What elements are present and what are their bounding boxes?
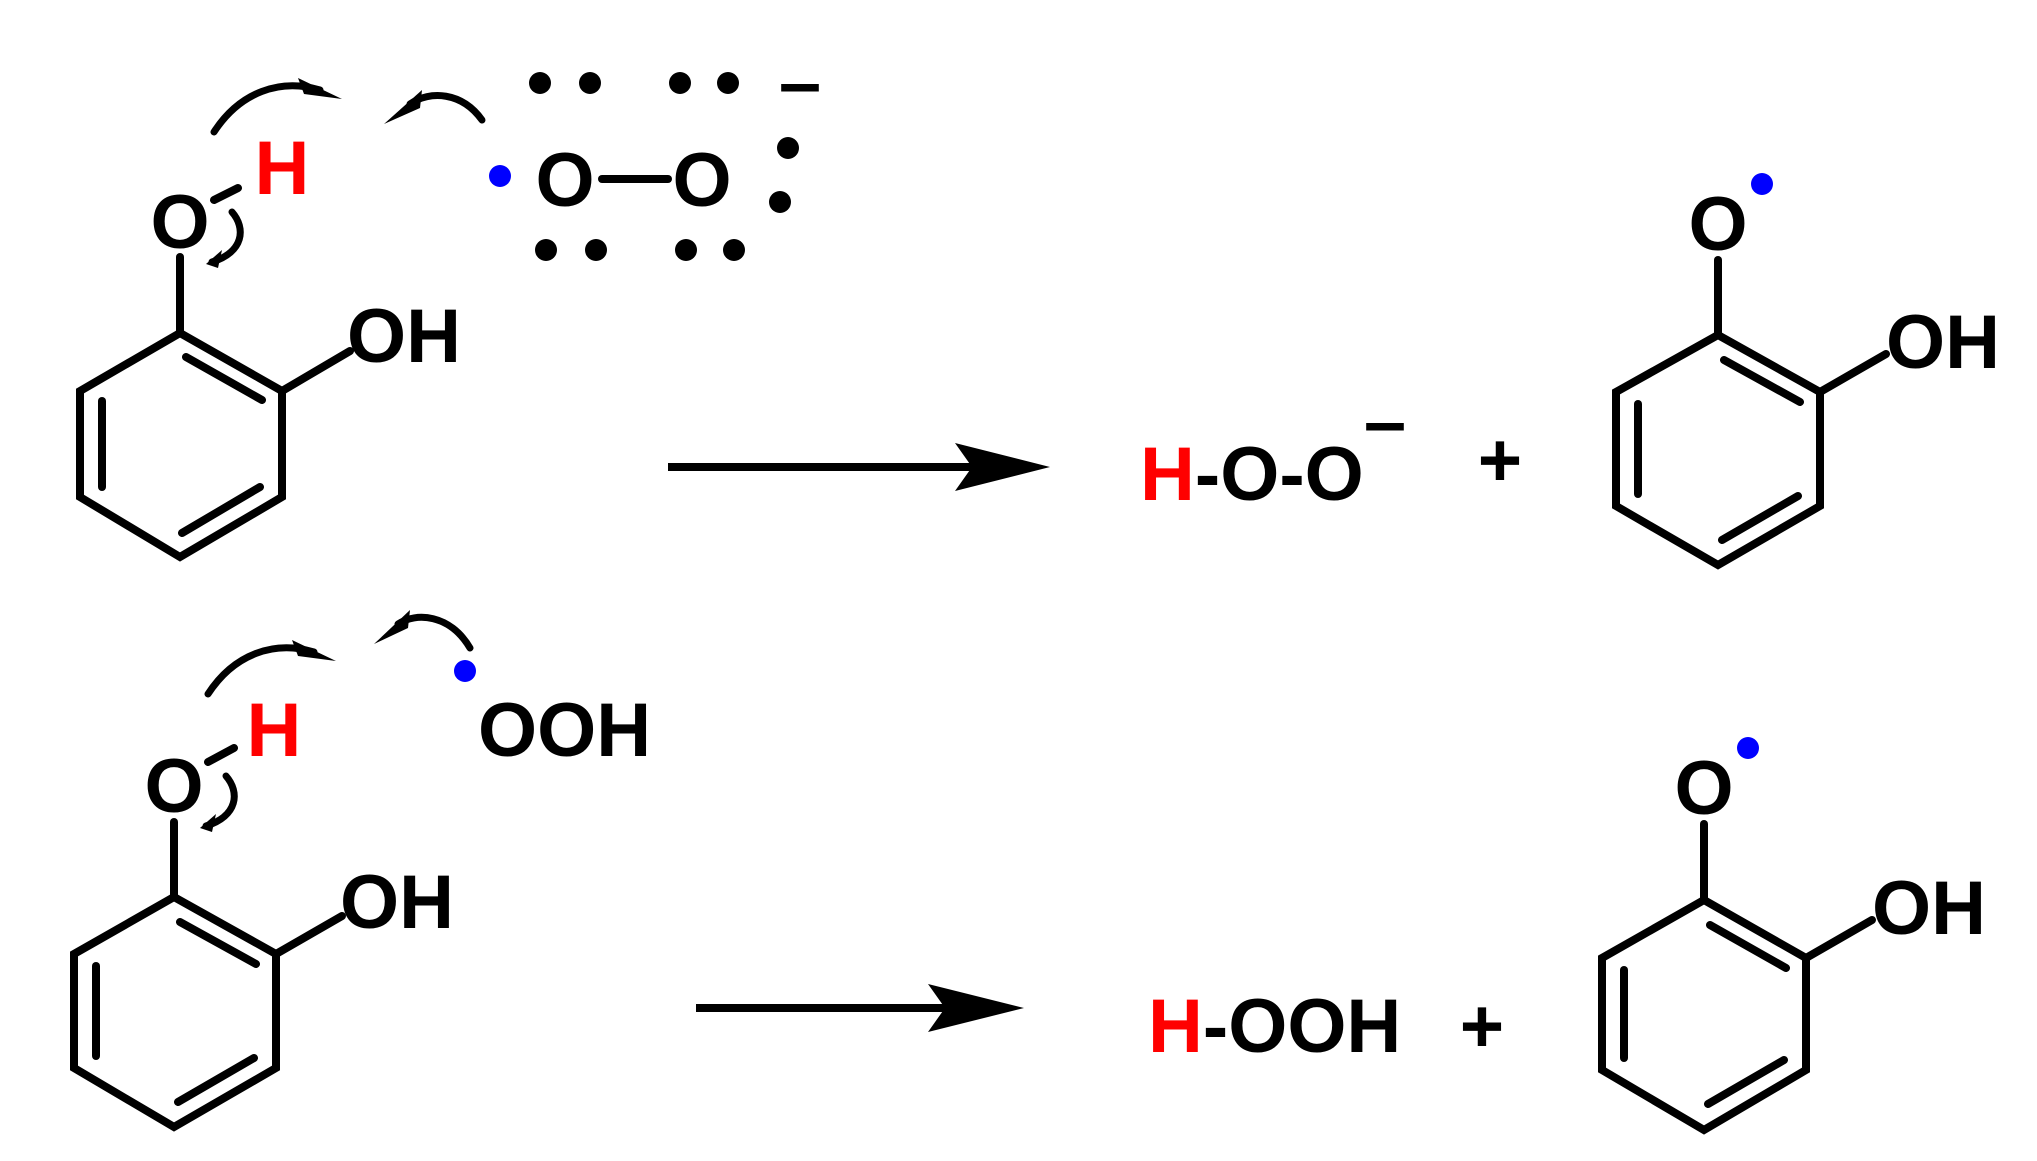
- hydrogen-peroxide-product: H-OOH: [1148, 984, 1401, 1069]
- curved-arrow-icon: [202, 772, 238, 830]
- plus-sign: +: [1478, 418, 1522, 503]
- o-h-bond: [210, 184, 242, 204]
- benzene-ring: [70, 892, 280, 1132]
- reaction-2: O H OH OOH H-OOH +: [70, 610, 1986, 1135]
- benzene-ring: [1612, 330, 1824, 570]
- curved-arrow-icon: [206, 250, 222, 268]
- reaction-arrow-icon: [668, 443, 1050, 491]
- ring-double-bond: [178, 483, 264, 537]
- hydroxyl-label: OH: [347, 294, 461, 379]
- curved-arrow-icon: [292, 640, 336, 661]
- o-h-bond: [204, 744, 238, 766]
- lone-pair-icon: [529, 72, 799, 261]
- ooh-label: -OOH: [1203, 984, 1401, 1069]
- reaction-arrow-icon: [696, 984, 1024, 1032]
- ring-double-bond: [1720, 356, 1804, 406]
- superoxide-anion: O O –: [489, 40, 821, 261]
- hydroxyl-label: OH: [340, 860, 454, 945]
- hydrogen-label: H: [1140, 432, 1195, 517]
- oxygen-label: O: [1674, 746, 1733, 831]
- hydroperoxide-formula: H-O-O: [1140, 432, 1364, 517]
- curved-arrow-icon: [200, 814, 216, 832]
- radical-dot-icon: [1737, 737, 1759, 759]
- ring-double-bond: [1706, 921, 1790, 972]
- curved-arrow-icon: [394, 613, 474, 652]
- plus-sign: +: [1460, 984, 1504, 1069]
- charge-label: –: [779, 40, 821, 125]
- oxygen-2-label: O: [672, 138, 731, 223]
- oxygen-1-label: O: [535, 138, 594, 223]
- curved-arrow-icon: [384, 90, 422, 124]
- oxygen-label: O: [1688, 182, 1747, 267]
- curved-arrow-icon: [374, 610, 410, 644]
- hydroxyl-label: OH: [1872, 866, 1986, 951]
- c-oh-bond: [272, 912, 346, 958]
- oo-label: -O-O: [1195, 432, 1364, 517]
- semiquinone-radical-product-1: O OH: [1612, 173, 2000, 570]
- phenol-hydrogen-label: H: [247, 688, 302, 773]
- radical-dot-icon: [454, 660, 476, 682]
- semiquinone-radical-product-2: O OH: [1598, 737, 1986, 1135]
- curved-arrow-icon: [298, 78, 342, 99]
- ring-double-bond: [182, 353, 266, 404]
- reaction-1: O H OH O O –: [76, 40, 2000, 570]
- phenol-hydrogen-label: H: [255, 126, 310, 211]
- catechol-reactant-1: O H OH: [76, 78, 486, 562]
- hydrogen-peroxide-formula: H-OOH: [1148, 984, 1401, 1069]
- radical-dot-icon: [1751, 173, 1773, 195]
- ring-double-bond: [176, 918, 260, 968]
- ring-double-bond: [1718, 492, 1802, 544]
- curved-arrow-icon: [208, 208, 244, 266]
- phenol-oxygen-label: O: [144, 744, 203, 829]
- benzene-ring: [1598, 895, 1810, 1135]
- ring-double-bond: [174, 1054, 258, 1106]
- hydroperoxyl-radical: OOH: [454, 660, 651, 773]
- hydroxyl-label: OH: [1886, 300, 2000, 385]
- charge-label: –: [1364, 379, 1406, 464]
- catechol-reactant-2: O H OH: [70, 610, 474, 1132]
- hydroperoxide-anion-product: H-O-O –: [1140, 379, 1406, 517]
- c-oh-bond: [278, 347, 354, 395]
- benzene-ring: [76, 328, 286, 562]
- hydrogen-label: H: [1148, 984, 1203, 1069]
- ooh-label: OOH: [478, 688, 651, 773]
- radical-dot-icon: [489, 165, 511, 187]
- phenol-oxygen-label: O: [150, 180, 209, 265]
- ring-double-bond: [1704, 1056, 1788, 1108]
- c-oh-bond: [1802, 916, 1876, 962]
- c-oh-bond: [1816, 350, 1890, 396]
